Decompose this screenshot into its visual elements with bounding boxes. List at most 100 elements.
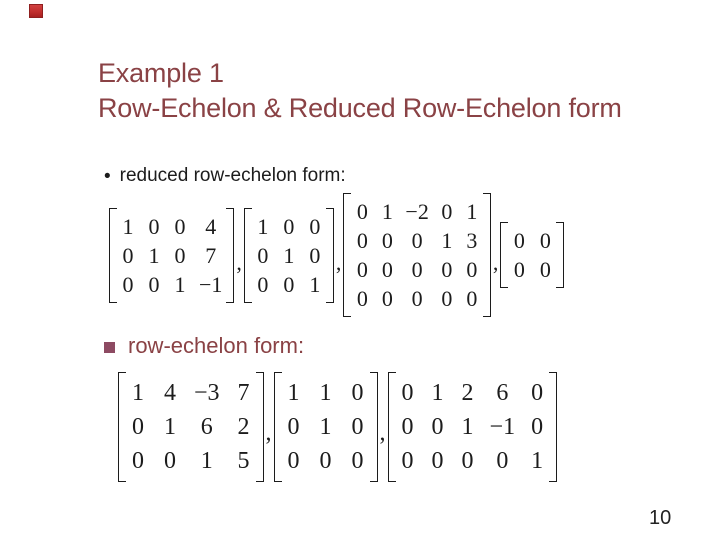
matrix-cell: 1: [283, 242, 295, 268]
matrix-cell: 0: [287, 448, 300, 474]
matrix-right-bracket: [556, 222, 565, 288]
matrix-right-bracket: [255, 372, 264, 482]
matrix-cell: 1: [287, 380, 300, 406]
matrix-cell: 1: [319, 414, 332, 440]
matrix-cell: 0: [466, 257, 478, 282]
matrix-cell: 0: [441, 257, 453, 282]
matrix-cell: 0: [356, 257, 368, 282]
matrix-cell: 1: [200, 448, 213, 474]
matrix-left-bracket: [273, 372, 282, 482]
page-number: 10: [649, 507, 672, 529]
matrix-cell: 1: [431, 380, 444, 406]
matrix-cell: 0: [539, 228, 551, 253]
matrix-cell: 0: [431, 448, 444, 474]
bullet-label-row-echelon: row-echelon form:: [128, 333, 305, 358]
matrix-cell: 1: [122, 213, 134, 239]
matrix-cell: 0: [351, 414, 364, 440]
matrix-cell: 0: [513, 257, 525, 282]
matrix-cell: 0: [513, 228, 525, 253]
matrix-cell: 0: [174, 213, 186, 239]
matrix-cell: −3: [194, 380, 220, 406]
matrix-cell: 0: [257, 242, 269, 268]
matrix-cell: 0: [148, 271, 160, 297]
matrix-cell: 7: [205, 242, 217, 268]
matrix-cell: 0: [164, 448, 176, 474]
matrix-cell: 1: [531, 448, 544, 474]
matrix-cell: 1: [441, 228, 453, 253]
matrix-cell: 0: [132, 414, 144, 440]
matrix-right-bracket: [369, 372, 378, 482]
matrix-cell: 1: [309, 271, 321, 297]
matrix-cell: 6: [496, 380, 509, 406]
matrix-cell: 0: [466, 286, 478, 311]
matrix-cell: 0: [319, 448, 332, 474]
matrix-cell: 0: [356, 286, 368, 311]
matrix-left-bracket: [109, 207, 117, 303]
matrix-cell: 1: [381, 199, 393, 224]
comma-separator: ,: [236, 250, 242, 275]
matrix-cell: 0: [441, 199, 453, 224]
matrix-cell: −2: [405, 199, 429, 224]
matrix-cell: 0: [351, 380, 364, 406]
matrix-cell: −1: [199, 271, 223, 297]
matrix-cell: 0: [381, 286, 393, 311]
matrix-cell: 0: [411, 286, 423, 311]
matrix-left-bracket: [118, 372, 126, 482]
matrix-cell: 0: [381, 257, 393, 282]
matrix-cell: 0: [283, 213, 295, 239]
matrix-cell: 0: [431, 414, 444, 440]
matrix-cell: 0: [174, 242, 186, 268]
bullet-item-row-echelon: row-echelon form:: [104, 333, 304, 359]
comma-separator: ,: [265, 419, 272, 446]
matrix-cell: 0: [531, 380, 544, 406]
matrix-cell: 0: [411, 228, 423, 253]
matrix-cell: 1: [319, 380, 332, 406]
matrix-cell: 0: [356, 199, 368, 224]
matrix-cell: 0: [122, 242, 134, 268]
matrix-cell: 2: [461, 380, 474, 406]
comma-separator: ,: [379, 419, 386, 446]
matrix-cell: 0: [351, 448, 364, 474]
comma-separator: ,: [492, 250, 499, 275]
matrix-cell: 0: [401, 380, 414, 406]
matrix-cell: 4: [164, 380, 176, 406]
matrix-cell: 0: [381, 228, 393, 253]
matrix-right-bracket: [549, 372, 558, 482]
matrix-cell: 7: [237, 380, 250, 406]
matrix-cell: 0: [356, 228, 368, 253]
matrix-cell: 0: [132, 448, 144, 474]
title-line-2: Row-Echelon & Reduced Row-Echelon form: [98, 93, 622, 123]
matrix-cell: 1: [174, 271, 186, 297]
comma-separator: ,: [335, 250, 342, 275]
matrix-right-bracket: [482, 193, 491, 317]
matrix-cell: 1: [148, 242, 160, 268]
matrix-cell: 1: [461, 414, 474, 440]
matrix-cell: 0: [411, 257, 423, 282]
matrix-cell: −1: [489, 414, 516, 440]
matrix-cell: 0: [401, 414, 414, 440]
matrix-cell: 0: [531, 414, 544, 440]
matrix-cell: 0: [283, 271, 295, 297]
title-line-1: Example 1: [98, 58, 224, 88]
matrix-cell: 0: [401, 448, 414, 474]
matrix-cell: 0: [309, 242, 321, 268]
matrix-cell: 0: [441, 286, 453, 311]
matrix-cell: 0: [539, 257, 551, 282]
bullet-item-reduced-row-echelon: • reduced row-echelon form:: [104, 165, 346, 187]
matrix-cell: 1: [132, 380, 144, 406]
matrix-cell: 1: [164, 414, 176, 440]
